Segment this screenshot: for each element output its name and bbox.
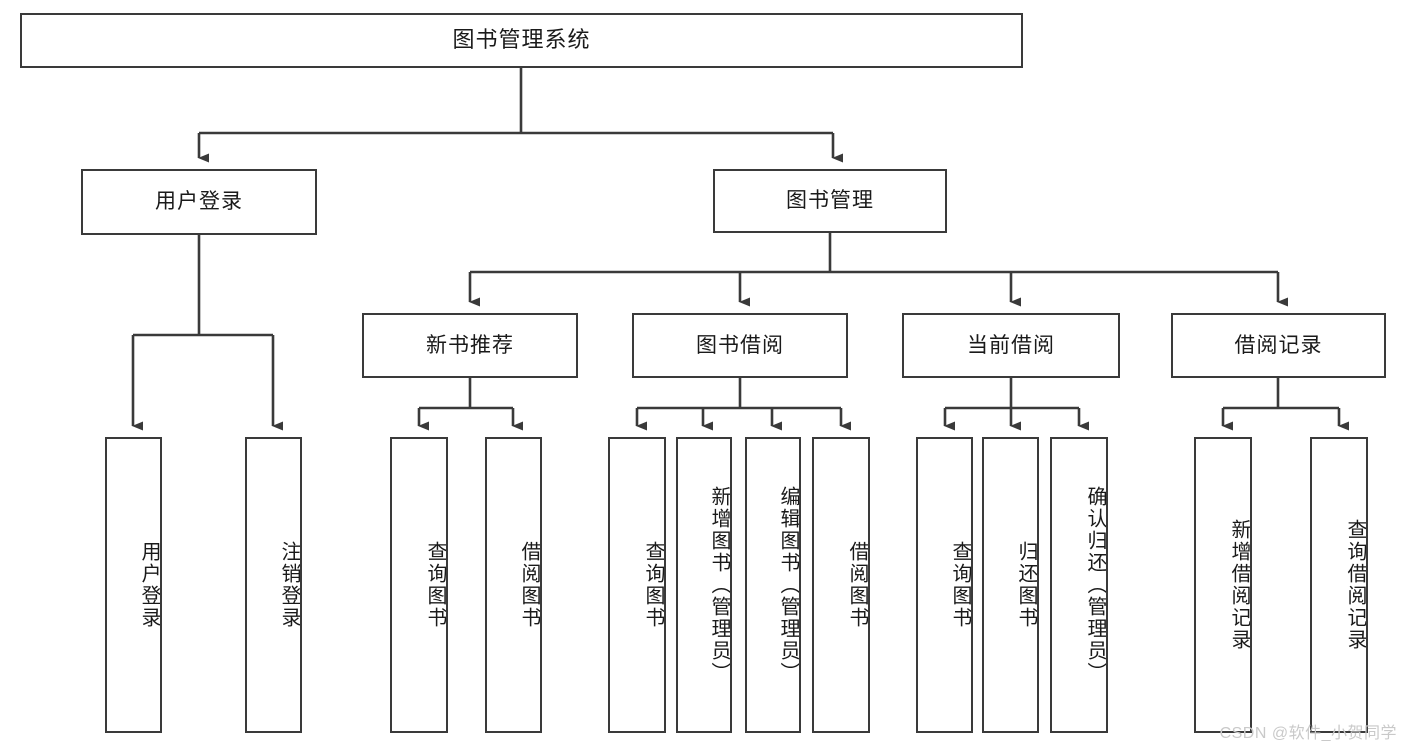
node-book-borrow-label: 图书借阅 <box>696 333 784 357</box>
leaf-borrow-book-recommend: 借阅图书 <box>485 437 542 733</box>
leaf-edit-book-admin: 编辑图书（管理员） <box>745 437 801 733</box>
leaf-query-book-current-label: 查询图书 <box>949 541 971 629</box>
leaf-confirm-return-admin-label: 确认归还（管理员） <box>1084 486 1106 684</box>
node-new-book-recommend: 新书推荐 <box>362 313 578 378</box>
leaf-borrow-book: 借阅图书 <box>812 437 870 733</box>
connector-root-to-level2 <box>197 68 843 163</box>
leaf-borrow-book-recommend-label: 借阅图书 <box>518 541 540 629</box>
leaf-query-book-recommend: 查询图书 <box>390 437 448 733</box>
leaf-borrow-book-label: 借阅图书 <box>846 541 868 629</box>
leaf-return-book: 归还图书 <box>982 437 1039 733</box>
connector-newbook-to-leaves <box>417 378 523 431</box>
leaf-user-login: 用户登录 <box>105 437 162 733</box>
leaf-user-login-label: 用户登录 <box>138 541 160 629</box>
leaf-add-book-admin: 新增图书（管理员） <box>676 437 732 733</box>
node-user-login: 用户登录 <box>81 169 317 235</box>
leaf-user-logout-label: 注销登录 <box>278 541 300 629</box>
leaf-return-book-label: 归还图书 <box>1015 541 1037 629</box>
leaf-add-book-admin-label: 新增图书（管理员） <box>708 486 730 684</box>
leaf-query-book-borrow-label: 查询图书 <box>642 541 664 629</box>
leaf-query-book-current: 查询图书 <box>916 437 973 733</box>
node-new-book-recommend-label: 新书推荐 <box>426 333 514 357</box>
leaf-user-logout: 注销登录 <box>245 437 302 733</box>
node-user-login-label: 用户登录 <box>155 190 243 214</box>
node-book-management-label: 图书管理 <box>786 189 874 213</box>
leaf-query-book-recommend-label: 查询图书 <box>424 541 446 629</box>
leaf-query-book-borrow: 查询图书 <box>608 437 666 733</box>
node-book-management: 图书管理 <box>713 169 947 233</box>
node-current-borrow: 当前借阅 <box>902 313 1120 378</box>
node-book-borrow: 图书借阅 <box>632 313 848 378</box>
connector-borrowrecord-to-leaves <box>1221 378 1349 431</box>
node-root-label: 图书管理系统 <box>452 27 591 53</box>
node-borrow-record-label: 借阅记录 <box>1234 333 1323 357</box>
connector-bookmgmt-to-level3 <box>468 233 1288 307</box>
leaf-add-borrow-record: 新增借阅记录 <box>1194 437 1252 733</box>
leaf-add-borrow-record-label: 新增借阅记录 <box>1228 519 1250 651</box>
leaf-edit-book-admin-label: 编辑图书（管理员） <box>777 486 799 684</box>
leaf-confirm-return-admin: 确认归还（管理员） <box>1050 437 1108 733</box>
watermark: CSDN @软件_小贺同学 <box>1219 725 1397 742</box>
leaf-query-borrow-record-label: 查询借阅记录 <box>1344 519 1366 651</box>
leaf-query-borrow-record: 查询借阅记录 <box>1310 437 1368 733</box>
node-borrow-record: 借阅记录 <box>1171 313 1386 378</box>
connector-bookborrow-to-leaves <box>635 378 851 431</box>
node-current-borrow-label: 当前借阅 <box>967 333 1055 357</box>
connector-currentborrow-to-leaves <box>943 378 1089 431</box>
node-root: 图书管理系统 <box>20 13 1023 68</box>
connector-userlogin-to-leaves <box>131 235 283 431</box>
